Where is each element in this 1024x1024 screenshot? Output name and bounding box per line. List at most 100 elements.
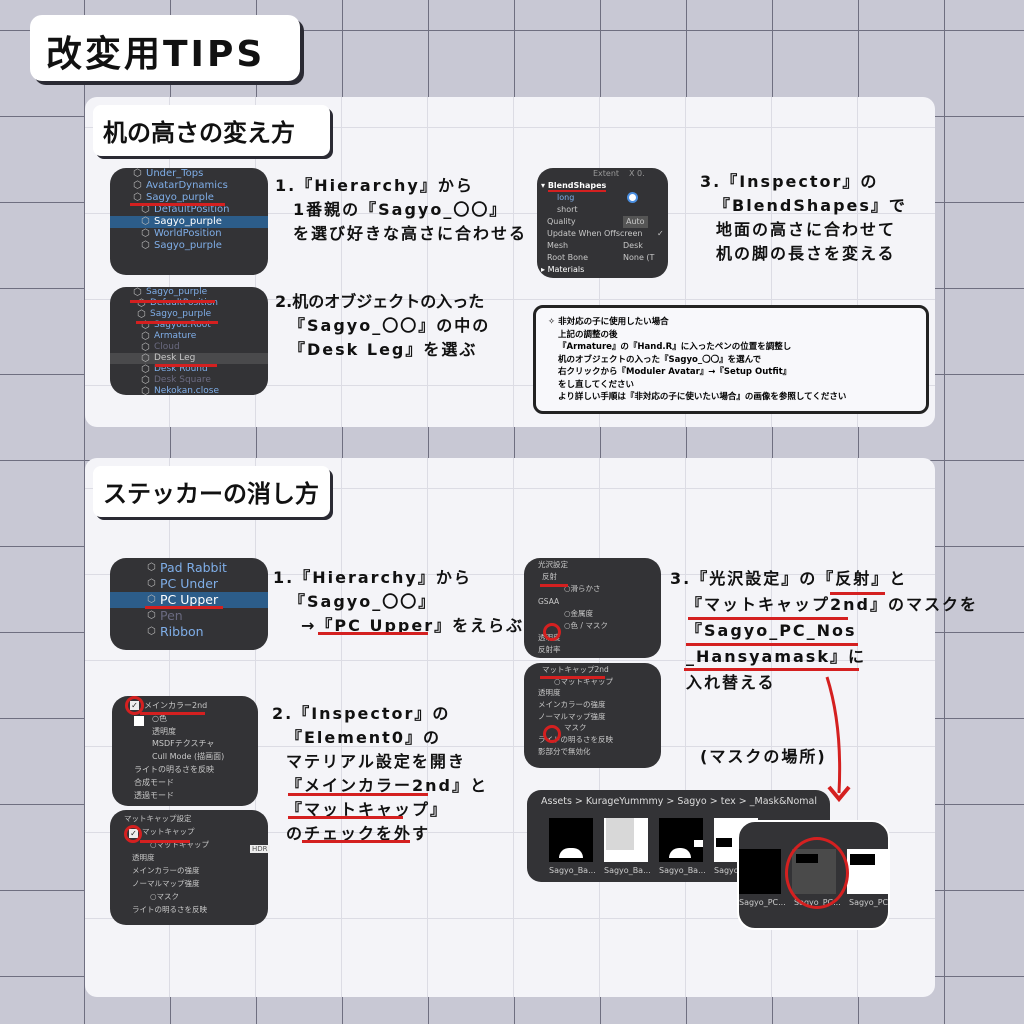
thumbnail-label: Sagyo xyxy=(714,866,739,875)
inspector-row[interactable]: メインカラーの強度 xyxy=(538,700,606,710)
inspector-row[interactable]: ライトの明るさを反映 xyxy=(132,905,207,914)
inspector-row[interactable]: ○マスク xyxy=(150,892,180,901)
hierarchy-item[interactable]: Pen xyxy=(110,608,268,624)
hierarchy-item[interactable]: Sagyou.Root xyxy=(110,320,268,331)
step1-instructions: 1.『Hierarchy』から 『Sagyo_〇〇』 →『PC Upper』をえ… xyxy=(273,566,524,638)
hierarchy-screenshot-1: Under_TopsAvatarDynamicsSagyo_purpleDefa… xyxy=(110,168,268,275)
step-line: のチェックを外す xyxy=(286,824,431,843)
inspector-row[interactable]: 透明度 xyxy=(132,853,155,862)
hierarchy-item[interactable]: Desk Square xyxy=(110,375,268,386)
texture-thumbnail[interactable] xyxy=(847,849,888,894)
step-line: マテリアル設定を開き xyxy=(286,752,466,771)
step-line: 『Sagyo_〇〇』の中の xyxy=(289,316,491,335)
step3-instructions: 3.『光沢設定』の『反射』と 『マットキャップ2nd』のマスクを 『Sagyo_… xyxy=(670,566,978,696)
note-box: ✧ 非対応の子に使用したい場合上記の調整の後『Armature』の『Hand.R… xyxy=(533,305,929,414)
blendshape-short[interactable]: short xyxy=(557,205,578,214)
inspector-row[interactable]: 合成モード xyxy=(134,777,174,787)
red-circle xyxy=(543,725,561,743)
step-line: _Hansyamask』に xyxy=(686,647,866,666)
inspector-row[interactable]: ノーマルマップ強度 xyxy=(132,879,200,888)
red-underline xyxy=(288,816,403,819)
inspector-row[interactable]: ○滑らかさ xyxy=(564,584,601,594)
inspector-row[interactable]: マットキャップ xyxy=(142,827,195,836)
inspector-row[interactable]: ○マットキャップ xyxy=(554,676,614,686)
hierarchy-item[interactable]: WorldPosition xyxy=(110,228,268,240)
hierarchy-item[interactable]: DefaultPosition xyxy=(110,204,268,216)
inspector-row[interactable]: ○色 xyxy=(152,713,167,723)
inspector-row[interactable]: 透明度 xyxy=(152,726,176,736)
hierarchy-item[interactable]: Sagyo_purple xyxy=(110,192,268,204)
inspector-row[interactable]: 反射率 xyxy=(538,645,561,655)
hierarchy-item[interactable]: PC Upper xyxy=(110,592,268,608)
texture-thumbnail[interactable] xyxy=(739,849,781,894)
inspector-row[interactable]: Cull Mode (描画面) xyxy=(152,752,225,762)
hierarchy-item[interactable]: Desk Round xyxy=(110,364,268,375)
quality-dropdown[interactable]: Auto xyxy=(623,216,648,228)
hierarchy-item[interactable]: Armature xyxy=(110,331,268,342)
step-line: 1番親の『Sagyo_〇〇』 xyxy=(293,200,508,219)
inspector-row[interactable]: ○金属度 xyxy=(564,608,594,618)
hierarchy-item[interactable]: Pad Rabbit xyxy=(110,560,268,576)
hierarchy-item[interactable]: Cloud xyxy=(110,342,268,353)
step-line: 『Sagyo_〇〇』 xyxy=(289,592,437,611)
inspector-row[interactable]: MSDFテクスチャ xyxy=(152,739,215,749)
hierarchy-item[interactable]: Sagyo_purple xyxy=(110,287,268,298)
inspector-row[interactable]: ○マットキャップ xyxy=(150,840,210,849)
inspector-row[interactable]: マットキャップ設定 xyxy=(124,814,192,823)
texture-thumbnail[interactable] xyxy=(549,818,593,862)
hierarchy-item[interactable]: DefaultPosition xyxy=(110,298,268,309)
texture-thumbnail[interactable] xyxy=(659,818,703,862)
inspector-row[interactable]: メインカラーの強度 xyxy=(132,866,200,875)
quality-label: Quality xyxy=(547,217,576,226)
hierarchy-item[interactable]: Desk Leg xyxy=(110,353,268,364)
blendshape-long[interactable]: long xyxy=(557,193,575,202)
inspector-row[interactable]: GSAA xyxy=(538,596,560,606)
x-label: X 0. xyxy=(629,169,645,178)
hierarchy-item[interactable]: Nekokan.close xyxy=(110,386,268,395)
red-underline xyxy=(140,840,190,843)
inspector-row[interactable]: 光沢設定 xyxy=(538,560,568,569)
inspector-row[interactable]: 透明度 xyxy=(538,688,561,698)
note-line: 右クリックから『Moduler Avatar』→『Setup Outfit』 xyxy=(558,367,792,377)
inspector-row[interactable]: 透過モード xyxy=(134,790,174,800)
checkbox[interactable]: ✓ xyxy=(657,229,664,238)
inspector-row[interactable]: メインカラー2nd xyxy=(144,701,208,710)
inspector-row[interactable]: ノーマルマップ強度 xyxy=(538,711,606,721)
mesh-field[interactable]: Desk xyxy=(623,241,643,250)
inspector-row[interactable]: ライトの明るさを反映 xyxy=(538,735,613,745)
note-line: 上記の調整の後 xyxy=(558,329,618,340)
step-line: 『マットキャップ』 xyxy=(286,800,449,819)
hierarchy-item[interactable]: Sagyo_purple xyxy=(110,240,268,252)
white-color-swatch[interactable] xyxy=(134,716,144,726)
hierarchy-item[interactable]: Under_Tops xyxy=(110,168,268,180)
hierarchy-item[interactable]: Ribbon xyxy=(110,624,268,640)
note-line: 机のオブジェクトの入った『Sagyo_〇〇』を選んで xyxy=(558,354,762,365)
inspector-row[interactable]: マットキャップ2nd xyxy=(542,665,609,674)
blendshapes-foldout[interactable]: BlendShapes xyxy=(547,181,607,192)
red-circle xyxy=(125,696,144,715)
hdr-button[interactable]: HDR xyxy=(250,845,270,853)
inspector-row[interactable]: ○色 / マスク xyxy=(564,620,608,630)
hierarchy-item[interactable]: PC Under xyxy=(110,576,268,592)
hierarchy-item[interactable]: Sagyo_purple xyxy=(110,309,268,320)
materials-foldout[interactable]: Materials xyxy=(547,265,585,274)
root-bone-field[interactable]: None (T xyxy=(623,253,655,262)
mesh-label: Mesh xyxy=(547,241,569,250)
note-line: より詳しい手順は『非対応の子に使いたい場合』の画像を参照してください xyxy=(558,392,847,402)
hierarchy-item[interactable]: Sagyo_purple xyxy=(110,216,268,228)
step-line: 机の脚の長さを変える xyxy=(716,244,896,263)
step3-instructions: 3.『Inspector』の 『BlendShapes』で 地面の高さに合わせて… xyxy=(700,170,907,266)
inspector-row[interactable]: 影部分で無効化 xyxy=(538,746,591,756)
hierarchy-item[interactable]: AvatarDynamics xyxy=(110,180,268,192)
red-underline xyxy=(136,321,218,324)
inspector-row[interactable]: 反射 xyxy=(542,572,557,582)
texture-thumbnail[interactable] xyxy=(604,818,648,862)
note-line: をし直してください xyxy=(558,379,634,390)
inspector-row[interactable]: マスク xyxy=(564,723,587,733)
red-underline xyxy=(155,364,217,367)
inspector-row[interactable]: ライトの明るさを反映 xyxy=(134,764,214,774)
slider-knob[interactable] xyxy=(629,194,636,201)
assets-breadcrumb[interactable]: Assets > KurageYummmy > Sagyo > tex > _M… xyxy=(541,796,818,807)
section2-heading: ステッカーの消し方 xyxy=(93,466,330,517)
